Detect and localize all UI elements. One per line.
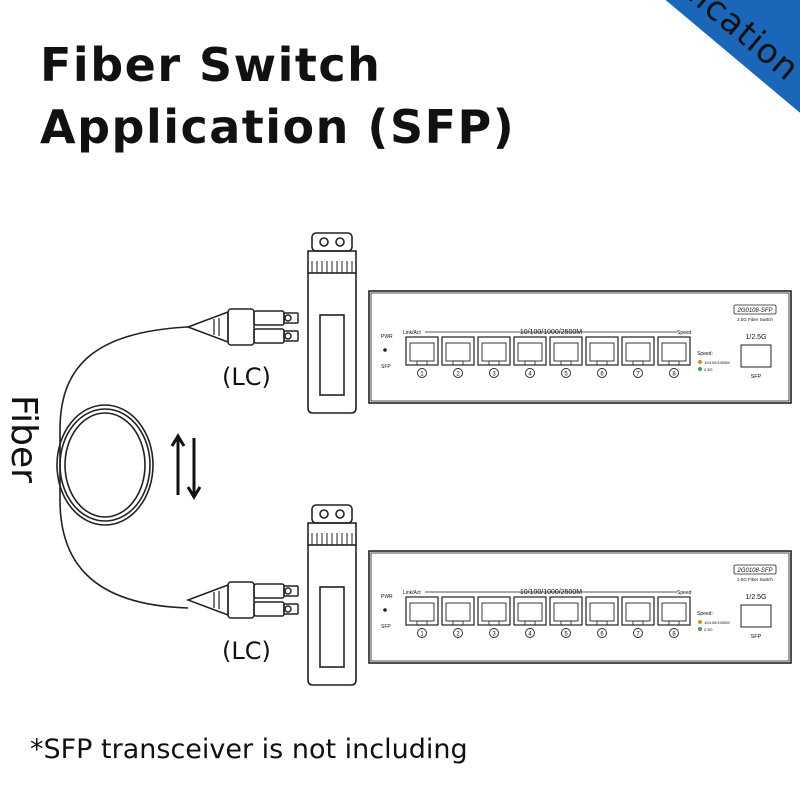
ethernet-port: 7 — [621, 336, 655, 378]
sfp-port-label: SFP — [751, 634, 762, 640]
port-number: 7 — [636, 632, 640, 638]
ethernet-port: 2 — [441, 596, 475, 638]
legend-dot-1 — [698, 620, 702, 624]
lc-body — [227, 581, 255, 619]
sfp-label-window — [319, 314, 345, 396]
ethernet-port: 6 — [585, 336, 619, 378]
ethernet-port: 7 — [621, 596, 655, 638]
pwr-label: PWR — [381, 594, 393, 600]
legend-label-2: 2.5G — [704, 367, 713, 372]
ethernet-port: 5 — [549, 596, 583, 638]
sfp-port-label: SFP — [751, 374, 762, 380]
legend-label-1: 10/100/1000M — [704, 360, 730, 365]
ethernet-port: 6 — [585, 596, 619, 638]
port-number: 5 — [564, 372, 568, 378]
sfp-bail — [311, 232, 353, 252]
speed-tag-label: Speed — [677, 590, 692, 596]
lc-boot — [185, 583, 229, 617]
lc-boot — [185, 310, 229, 344]
title-line-1: Fiber Switch — [40, 38, 382, 92]
sfp-speed-label: 1/2.5G — [745, 334, 766, 341]
title-line-2: Application (SFP) — [40, 100, 516, 154]
port-number: 8 — [672, 372, 676, 378]
port-number: 5 — [564, 632, 568, 638]
ethernet-port: 2 — [441, 336, 475, 378]
lc-body — [227, 308, 255, 346]
link-act-label: Link/Act — [403, 330, 421, 336]
pwr-led — [383, 608, 387, 612]
port-number: 6 — [600, 372, 604, 378]
speed-legend-title: Speed: — [697, 611, 713, 617]
port-number: 3 — [492, 372, 496, 378]
model-subtitle: 2.5G Fiber Switch — [737, 577, 773, 582]
legend-dot-2 — [698, 367, 702, 371]
sfp-port — [740, 344, 772, 368]
legend-dot-1 — [698, 360, 702, 364]
legend-label-1: 10/100/1000M — [704, 620, 730, 625]
lc-ferrule — [253, 328, 285, 344]
pwr-led — [383, 348, 387, 352]
lc-ferrule — [253, 310, 285, 326]
page-title: Fiber Switch Application (SFP) — [40, 34, 515, 158]
sfp-body — [307, 545, 357, 686]
ethernet-port: 1 — [405, 336, 439, 378]
port-number: 1 — [420, 632, 424, 638]
lc-connector-bottom — [185, 581, 299, 619]
speed-legend-title: Speed: — [697, 351, 713, 357]
lc-connector-top — [185, 308, 299, 346]
model-label: 2G0108-SFP — [736, 308, 772, 314]
port-number: 1 — [420, 372, 424, 378]
model-subtitle: 2.5G Fiber Switch — [737, 317, 773, 322]
port-number: 8 — [672, 632, 676, 638]
ethernet-port: 8 — [657, 596, 691, 638]
port-number: 6 — [600, 632, 604, 638]
sfp-led-label: SFP — [381, 364, 391, 370]
switch-bottom: PWR SFP Link/Act 10/100/1000/2500M Speed 1 2 3 4… — [368, 550, 792, 664]
sfp-body — [307, 273, 357, 414]
port-number: 2 — [456, 632, 460, 638]
sfp-bail — [311, 504, 353, 524]
port-number: 4 — [528, 372, 532, 378]
port-number: 7 — [636, 372, 640, 378]
speed-tag-label: Speed — [677, 330, 692, 336]
port-number: 3 — [492, 632, 496, 638]
ethernet-port: 4 — [513, 596, 547, 638]
switch-frame — [368, 290, 792, 404]
ethernet-port: 1 — [405, 596, 439, 638]
pwr-label: PWR — [381, 334, 393, 340]
sfp-transceiver-bottom — [307, 504, 357, 686]
ethernet-port: 8 — [657, 336, 691, 378]
switch-frame — [368, 550, 792, 664]
sfp-label-window — [319, 586, 345, 668]
ethernet-port: 3 — [477, 596, 511, 638]
lc-label-bottom: (LC) — [222, 637, 271, 665]
fiber-label: Fiber — [3, 395, 44, 483]
sfp-port — [740, 604, 772, 628]
legend-label-2: 2.5G — [704, 627, 713, 632]
speed-bar-label: 10/100/1000/2500M — [520, 589, 582, 596]
legend-dot-2 — [698, 627, 702, 631]
ethernet-port: 4 — [513, 336, 547, 378]
sfp-led-label: SFP — [381, 624, 391, 630]
lc-ferrule — [253, 583, 285, 599]
model-label: 2G0108-SFP — [736, 568, 772, 574]
lc-label-top: (LC) — [222, 363, 271, 391]
link-act-label: Link/Act — [403, 590, 421, 596]
switch-top: PWR SFP Link/Act 10/100/1000/2500M Speed 1 2 3 4… — [368, 290, 792, 404]
sfp-speed-label: 1/2.5G — [745, 594, 766, 601]
port-number: 4 — [528, 632, 532, 638]
sfp-transceiver-top — [307, 232, 357, 414]
footnote: *SFP transceiver is not including — [30, 734, 468, 765]
fiber-cable — [56, 326, 189, 609]
speed-bar-label: 10/100/1000/2500M — [520, 329, 582, 336]
bidirectional-arrows-icon — [170, 433, 202, 500]
ethernet-port: 3 — [477, 336, 511, 378]
ethernet-port: 5 — [549, 336, 583, 378]
port-number: 2 — [456, 372, 460, 378]
lc-ferrule — [253, 601, 285, 617]
